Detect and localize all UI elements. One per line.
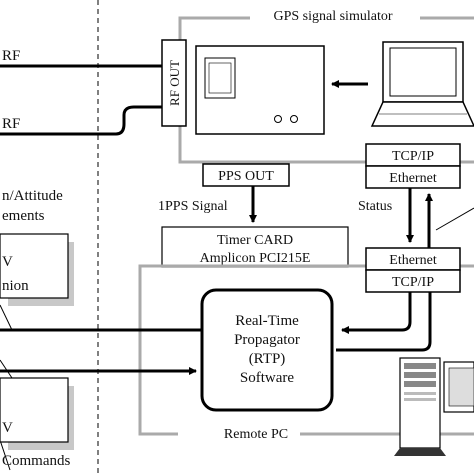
commands-label: Commands: [2, 453, 70, 469]
rtp-line4: Software: [240, 370, 294, 386]
tcp-ip-top-label: TCP/IP: [392, 149, 434, 164]
left-diagonal-2: [0, 359, 13, 379]
desktop-pc-icon: [394, 357, 474, 456]
left-box-1: [0, 233, 69, 299]
gps-simulator-label: GPS signal simulator: [273, 9, 392, 24]
tcp-ip-bottom-label: TCP/IP: [392, 275, 434, 290]
ethernet-top-label: Ethernet: [389, 171, 437, 186]
laptop-icon: [370, 41, 474, 127]
attitude-label-line2: ements: [2, 208, 45, 224]
ethernet-bottom-label: Ethernet: [389, 253, 437, 268]
pps-out-box: [202, 163, 290, 187]
side-connector-line: [435, 207, 474, 231]
attitude-label-line1: n/Attitude: [2, 188, 63, 204]
ethernet-top-box: [365, 165, 461, 189]
left-box-2-line1: V: [2, 420, 13, 436]
tcp-ip-bottom-box: [365, 269, 461, 293]
rf-out-label: RF OUT: [167, 60, 182, 106]
rf-out-box: [161, 39, 187, 127]
timer-card-box: [161, 226, 349, 268]
left-box-1-line2: nion: [2, 278, 29, 294]
timer-card-line2: Amplicon PCI215E: [200, 251, 311, 266]
rtp-line1: Real-Time: [235, 313, 299, 329]
remote-pc-frame: [138, 264, 474, 436]
rf-cable-bottom: [0, 105, 165, 136]
rtp-line3: (RTP): [249, 351, 286, 367]
rf-bottom-label: RF: [2, 116, 20, 132]
rf-top-label: RF: [2, 48, 20, 64]
simulator-device-icon: [195, 45, 325, 135]
left-diagonal-1: [0, 304, 13, 331]
status-label: Status: [358, 199, 392, 214]
left-box-2: [0, 377, 69, 443]
tcpip-to-rtp-arrow: [341, 292, 412, 334]
left-box-1-line1: V: [2, 254, 13, 270]
pps-out-label: PPS OUT: [218, 169, 274, 184]
rtp-software-box: [200, 288, 334, 412]
timer-card-line1: Timer CARD: [217, 233, 293, 248]
left-diagonal-3: [0, 439, 11, 471]
rtp-to-tcpip-line: [336, 292, 432, 352]
one-pps-signal-label: 1PPS Signal: [158, 199, 228, 214]
rtp-line2: Propagator: [234, 332, 300, 348]
remote-pc-label: Remote PC: [224, 427, 288, 442]
